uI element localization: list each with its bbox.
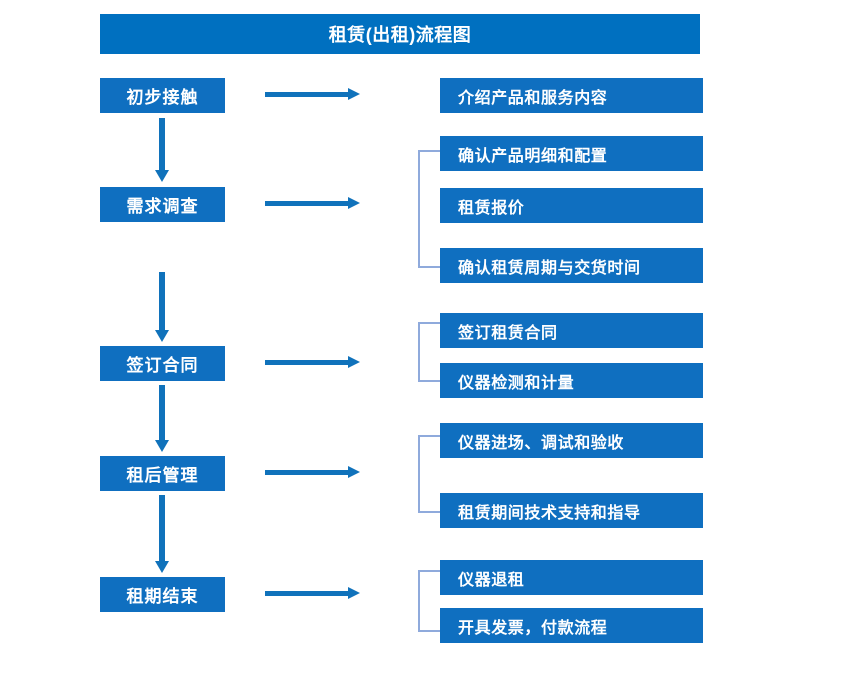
vertical-arrow-3 bbox=[152, 385, 172, 452]
stage-box-post-rental-management[interactable]: 租后管理 bbox=[100, 456, 225, 491]
detail-box-introduce-products[interactable]: 介绍产品和服务内容 bbox=[440, 78, 703, 113]
detail-box-instrument-return[interactable]: 仪器退租 bbox=[440, 560, 703, 595]
bracket-demand-survey-group bbox=[418, 150, 440, 268]
detail-box-rental-quotation[interactable]: 租赁报价 bbox=[440, 188, 703, 223]
stage-box-sign-contract[interactable]: 签订合同 bbox=[100, 346, 225, 381]
detail-box-instrument-entry-commissioning[interactable]: 仪器进场、调试和验收 bbox=[440, 423, 703, 458]
detail-box-sign-rental-contract[interactable]: 签订租赁合同 bbox=[440, 313, 703, 348]
detail-box-invoice-payment[interactable]: 开具发票，付款流程 bbox=[440, 608, 703, 643]
bracket-rental-end-group bbox=[418, 570, 440, 632]
stage-box-demand-survey[interactable]: 需求调查 bbox=[100, 187, 225, 222]
horizontal-arrow-4 bbox=[265, 463, 360, 483]
horizontal-arrow-5 bbox=[265, 584, 360, 604]
vertical-arrow-2 bbox=[152, 272, 172, 342]
horizontal-arrow-1 bbox=[265, 85, 360, 105]
flowchart-title: 租赁(出租)流程图 bbox=[100, 14, 700, 54]
stage-box-initial-contact[interactable]: 初步接触 bbox=[100, 78, 225, 113]
vertical-arrow-1 bbox=[152, 118, 172, 182]
horizontal-arrow-2 bbox=[265, 194, 360, 214]
bracket-post-rental-group bbox=[418, 435, 440, 513]
horizontal-arrow-3 bbox=[265, 353, 360, 373]
vertical-arrow-4 bbox=[152, 495, 172, 573]
detail-box-confirm-rental-period[interactable]: 确认租赁周期与交货时间 bbox=[440, 248, 703, 283]
detail-box-technical-support[interactable]: 租赁期间技术支持和指导 bbox=[440, 493, 703, 528]
stage-box-rental-end[interactable]: 租期结束 bbox=[100, 577, 225, 612]
detail-box-instrument-inspection[interactable]: 仪器检测和计量 bbox=[440, 363, 703, 398]
bracket-sign-contract-group bbox=[418, 322, 440, 382]
detail-box-confirm-product-details[interactable]: 确认产品明细和配置 bbox=[440, 136, 703, 171]
